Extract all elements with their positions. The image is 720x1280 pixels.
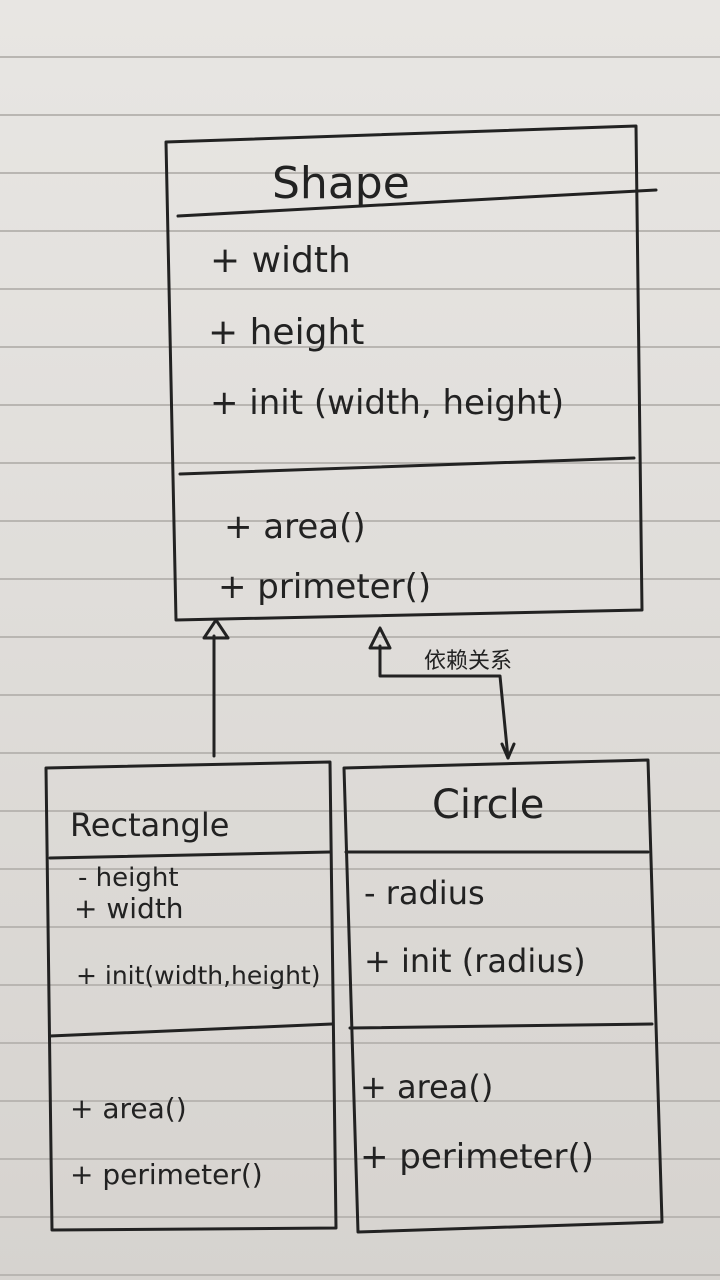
rectangle-box-outline <box>44 760 338 1232</box>
rectangle-inheritance-arrow <box>202 618 230 758</box>
rectangle-attr-height: - height <box>78 863 179 893</box>
circle-box-outline <box>342 758 664 1234</box>
rectangle-init: + init(width,height) <box>76 961 320 990</box>
rectangle-class-box <box>44 760 338 1232</box>
shape-name-divider <box>176 188 658 218</box>
rectangle-class-text: Rectangle - height + width + init(width,… <box>70 806 320 1191</box>
rectangle-attr-width: + width <box>74 892 184 925</box>
rectangle-name-divider <box>48 850 332 860</box>
circle-attr-divider <box>348 1022 654 1030</box>
circle-class-text: Circle - radius + init (radius) + area()… <box>360 782 594 1177</box>
rectangle-method-perimeter: + perimeter() <box>70 1158 263 1191</box>
shape-class-box <box>164 124 658 622</box>
shape-attr-height: + height <box>208 312 364 353</box>
circle-init: + init (radius) <box>364 942 586 980</box>
circle-class-name: Circle <box>432 782 544 828</box>
rectangle-method-area: + area() <box>70 1092 187 1125</box>
circle-method-area: + area() <box>360 1068 493 1106</box>
shape-method-primeter: + primeter() <box>218 567 431 607</box>
shape-class-name: Shape <box>272 158 410 209</box>
shape-attr-divider <box>178 456 636 476</box>
circle-dependency-arrow <box>368 626 516 760</box>
rectangle-attr-divider <box>48 1022 334 1038</box>
circle-attr-radius: - radius <box>364 874 485 912</box>
shape-attr-init: + init (width, height) <box>210 383 564 423</box>
shape-box-outline <box>164 124 644 622</box>
shape-method-area: + area() <box>224 507 366 547</box>
shape-class-text: Shape + width + height + init (width, he… <box>208 158 564 607</box>
dependency-label: 依赖关系 <box>424 649 512 674</box>
rectangle-class-name: Rectangle <box>70 806 229 844</box>
circle-method-perimeter: + perimeter() <box>360 1137 594 1177</box>
circle-class-box <box>342 758 664 1234</box>
shape-attr-width: + width <box>210 240 351 281</box>
